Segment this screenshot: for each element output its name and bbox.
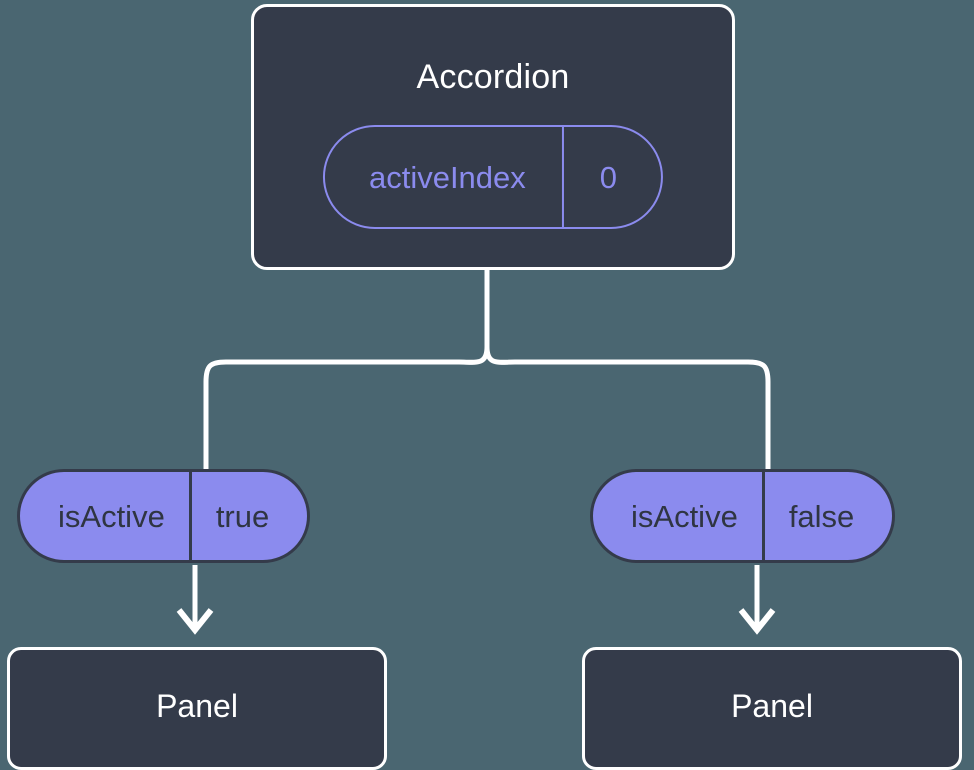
component-node-title: Panel	[156, 687, 238, 724]
prop-pill-value: true	[188, 472, 307, 560]
arrow-left-head-icon	[176, 608, 214, 635]
component-node-title: Panel	[731, 687, 813, 724]
connector-branch-right	[484, 346, 771, 470]
component-node-title: Accordion	[416, 58, 570, 96]
state-pill-key: activeIndex	[368, 159, 526, 195]
state-pill-active-index[interactable]: activeIndex 0	[322, 125, 664, 229]
state-pill-value: 0	[561, 127, 661, 227]
component-node-panel-right[interactable]: Panel	[582, 647, 962, 770]
prop-pill-key: isActive	[58, 498, 165, 534]
component-node-panel-left[interactable]: Panel	[7, 647, 387, 770]
prop-pill-key: isActive	[631, 498, 738, 534]
arrow-right-head-icon	[738, 608, 776, 635]
component-node-accordion[interactable]: Accordion activeIndex 0	[251, 4, 735, 270]
prop-pill-value: false	[761, 472, 892, 560]
connector-branch-left	[203, 346, 490, 470]
prop-pill-is-active-true[interactable]: isActive true	[17, 469, 311, 563]
prop-pill-is-active-false[interactable]: isActive false	[590, 469, 896, 563]
